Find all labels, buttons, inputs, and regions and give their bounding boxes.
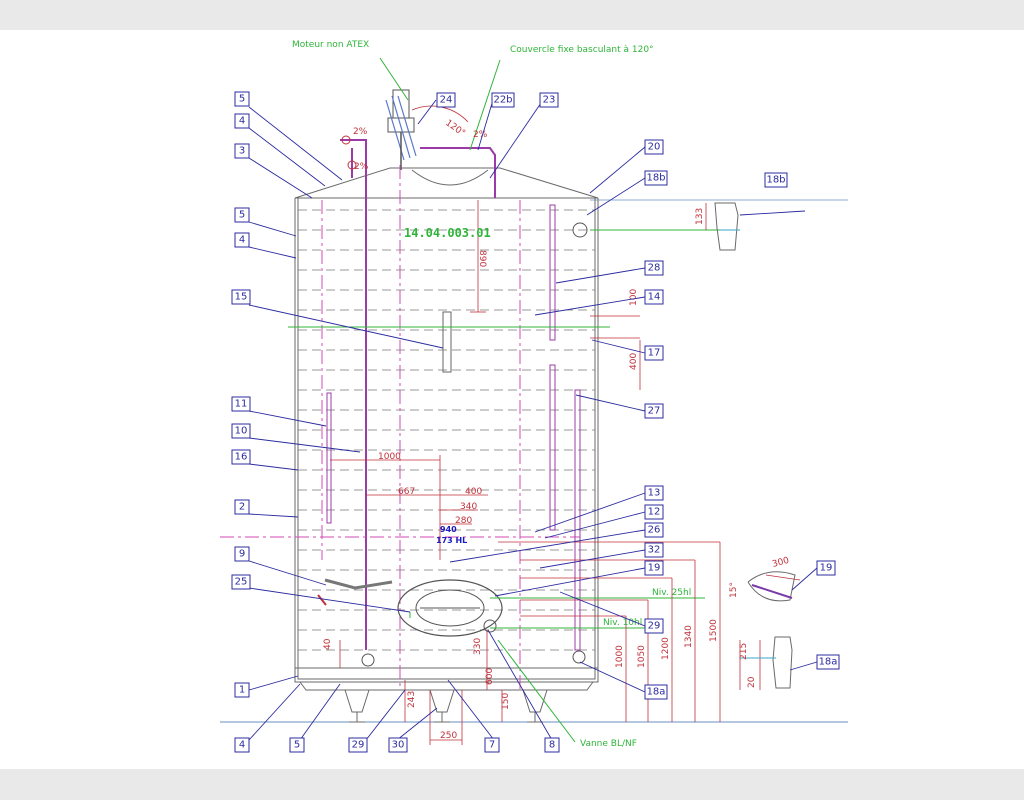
dim-250: 250 — [440, 731, 457, 741]
slope-label-1: 2% — [353, 127, 368, 137]
dim-330: 330 — [473, 638, 483, 655]
capacity-volume: 173 HL — [436, 536, 467, 545]
internal-fittings — [326, 204, 588, 667]
ref-30: 30 — [392, 740, 405, 751]
level-25-note: Niv. 25hl — [652, 588, 691, 598]
ref-5-bottom: 5 — [294, 740, 300, 751]
dim-300: 300 — [771, 556, 790, 570]
dim-1000: 1000 — [378, 452, 401, 462]
ref-15: 15 — [235, 292, 248, 303]
level-lines — [288, 57, 720, 743]
detail-views — [714, 202, 796, 689]
motor-note: Moteur non ATEX — [292, 40, 369, 50]
height-1200: 1200 — [661, 637, 671, 660]
ref-4-bottom: 4 — [239, 740, 245, 751]
ref-14: 14 — [648, 292, 661, 303]
ref-5-mid: 5 — [239, 210, 245, 221]
ref-13: 13 — [648, 488, 661, 499]
reference-boxes: 5 4 3 5 4 15 11 10 16 2 9 25 1 4 5 29 30… — [231, 91, 840, 753]
ref-18b: 18b — [646, 173, 665, 184]
ref-22b: 22b — [493, 95, 512, 106]
ref-12: 12 — [648, 507, 661, 518]
manway-door — [317, 578, 503, 637]
ref-7: 7 — [489, 740, 495, 751]
ref-32: 32 — [648, 545, 661, 556]
dim-890: 890 — [477, 250, 487, 267]
dim-20: 20 — [747, 676, 757, 688]
angle-15: 15° — [729, 582, 739, 598]
drawing-code: 14.04.003.01 — [404, 226, 491, 240]
ref-4-top: 4 — [239, 116, 245, 127]
ref-17: 17 — [648, 348, 661, 359]
ref-24: 24 — [440, 95, 453, 106]
ref-5-top: 5 — [239, 94, 245, 105]
tank-body — [294, 167, 599, 691]
dim-133: 133 — [695, 208, 705, 225]
ref-20: 20 — [648, 142, 661, 153]
dim-100: 100 — [629, 289, 639, 306]
ref-29-bottom: 29 — [352, 740, 365, 751]
slope-label-2: 2% — [354, 162, 369, 172]
drawing-sheet — [0, 30, 1024, 769]
level-10-note: Niv. 10hl — [603, 618, 642, 628]
tank-legs — [344, 689, 548, 723]
valve-note: Vanne BL/NF — [580, 739, 637, 749]
height-1000: 1000 — [615, 645, 625, 668]
ref-9: 9 — [239, 549, 245, 560]
dim-400b: 400 — [465, 487, 482, 497]
ref-19-detail: 19 — [820, 563, 833, 574]
cover-note: Couvercle fixe basculant à 120° — [510, 45, 654, 55]
ref-29-right: 29 — [648, 621, 661, 632]
capacity-diameter: 940 — [440, 525, 457, 534]
reference-leaders — [248, 99, 818, 741]
ref-18a: 18a — [647, 687, 666, 698]
ref-1: 1 — [239, 685, 245, 696]
ref-27: 27 — [648, 406, 661, 417]
dim-40: 40 — [323, 638, 333, 650]
height-1050: 1050 — [637, 645, 647, 668]
dim-340: 340 — [460, 502, 477, 512]
ref-8: 8 — [549, 740, 555, 751]
cover-angle-label: 120° — [443, 118, 467, 139]
dim-243: 243 — [407, 691, 417, 708]
ref-25: 25 — [235, 577, 248, 588]
ref-16: 16 — [235, 452, 248, 463]
ref-3: 3 — [239, 146, 245, 157]
ref-11: 11 — [235, 399, 248, 410]
ref-18b-detail: 18b — [766, 175, 785, 186]
dim-215: 215 — [739, 643, 749, 660]
ref-26: 26 — [648, 525, 661, 536]
ref-4-mid: 4 — [239, 235, 245, 246]
dim-150: 150 — [501, 693, 511, 710]
dimension-lines — [330, 200, 801, 745]
dim-280: 280 — [455, 516, 472, 526]
top-pipe — [220, 135, 580, 690]
ref-28: 28 — [648, 263, 661, 274]
height-1500: 1500 — [709, 619, 719, 642]
dim-667: 667 — [398, 487, 415, 497]
ref-18a-detail: 18a — [819, 657, 838, 668]
ref-10: 10 — [235, 426, 248, 437]
dim-600: 600 — [485, 668, 495, 685]
ref-2: 2 — [239, 502, 245, 513]
ref-19: 19 — [648, 563, 661, 574]
ref-23: 23 — [543, 95, 556, 106]
motor-agitator — [385, 89, 469, 170]
slope-label-3: 2% — [473, 130, 488, 140]
dim-400: 400 — [629, 353, 639, 370]
height-1340: 1340 — [684, 625, 694, 648]
